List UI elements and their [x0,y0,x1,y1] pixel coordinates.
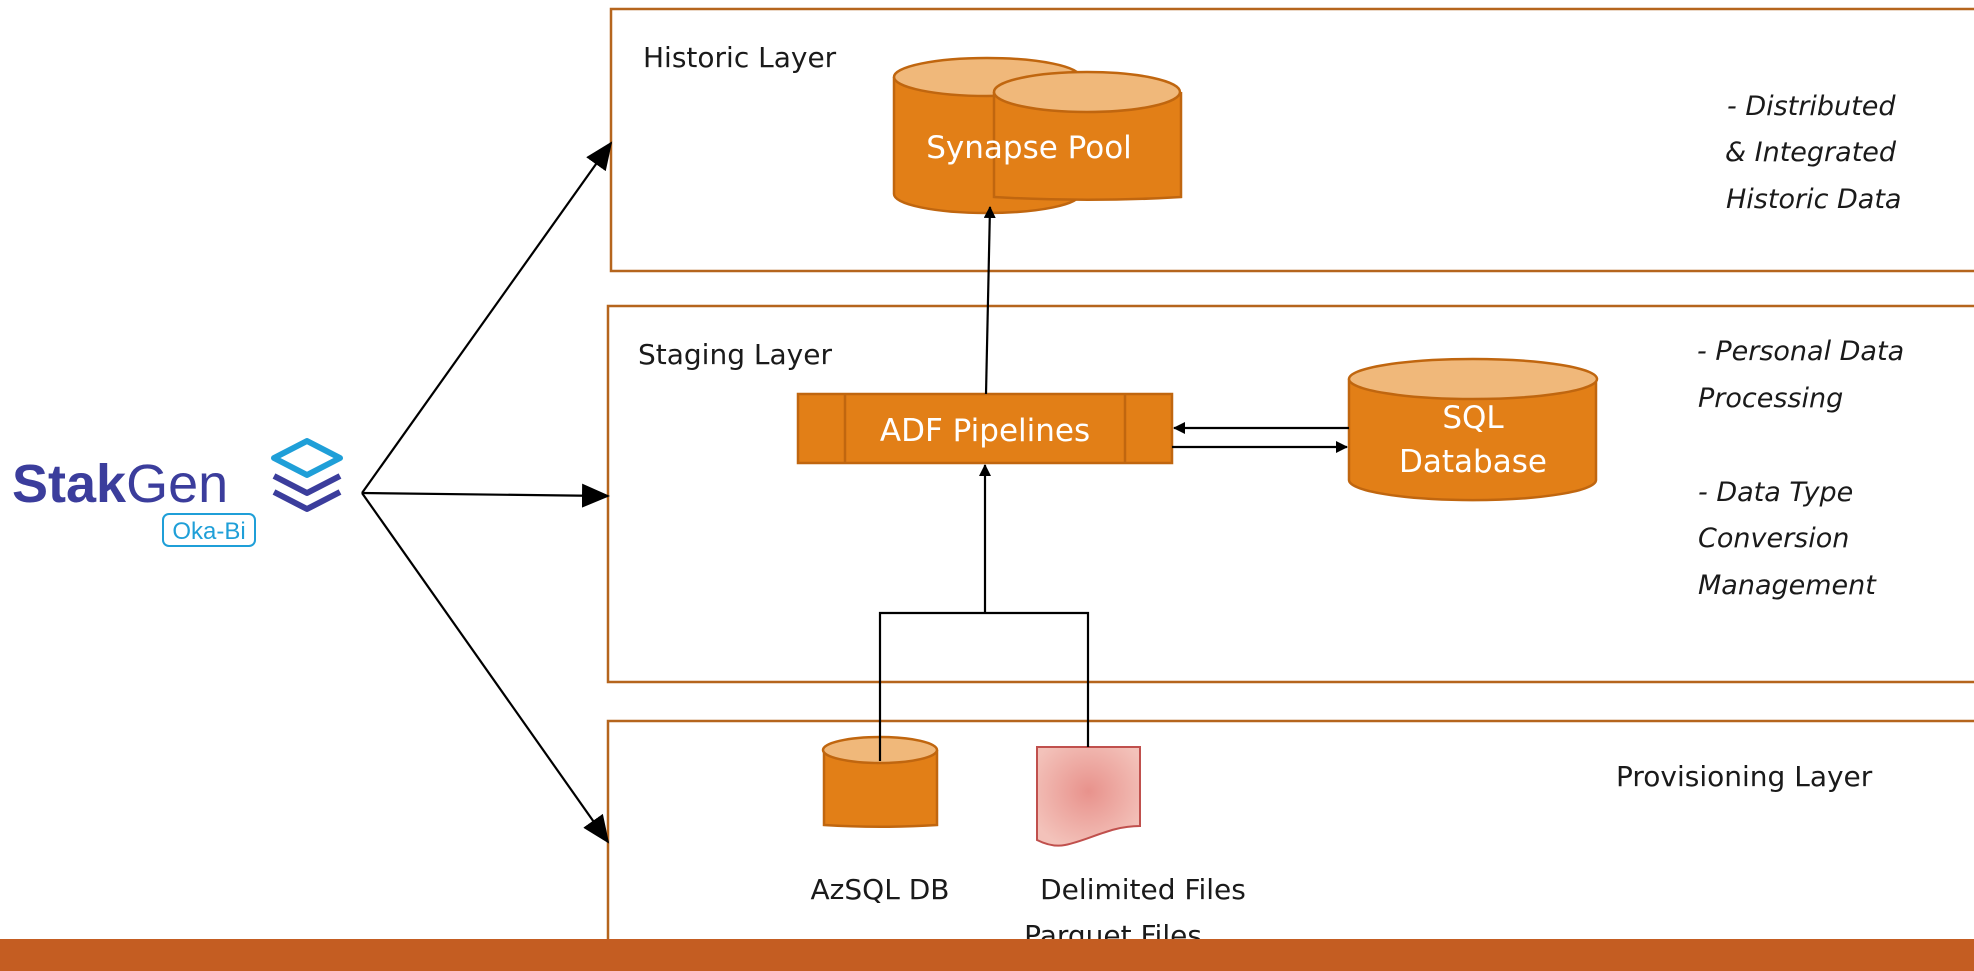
sql-database-label-line2: Database [1399,444,1547,480]
footer-bar [0,939,1974,971]
stakgen-logo: StakGen Oka-Bi [12,438,343,547]
stacked-layers-icon [271,438,343,512]
azsql-db-body [822,750,939,828]
sql-database-node: SQL Database [1347,357,1599,502]
staging-notes: - Personal Data Processing - Data Type C… [1697,336,1904,601]
azsql-db-label: AzSQL DB [811,873,950,906]
historic-note-line: - Distributed [1727,91,1896,122]
staging-layer-box [606,304,1974,684]
historic-note-line: Historic Data [1726,184,1901,215]
files-to-merge-connector [985,611,1090,747]
historic-notes: - Distributed & Integrated Historic Data [1725,91,1901,215]
synapse-pool-label: Synapse Pool [926,130,1132,166]
adf-pipelines-node: ADF Pipelines [796,392,1174,465]
synapse-front-cylinder [992,92,1183,201]
delimited-files-label: Delimited Files [1040,873,1246,906]
adf-to-synapse-arrow [983,206,996,395]
sql-database-body [1347,379,1598,502]
historic-layer-label: Historic Layer [643,41,837,74]
staging-note-line: - Personal Data [1697,336,1904,367]
adf-pipelines-label: ADF Pipelines [880,413,1090,449]
logo-tagline-box [162,513,256,547]
historic-note-line: & Integrated [1725,137,1897,168]
logo-tagline: Oka-Bi [172,518,245,545]
logo-brand-bold: Stak [12,454,127,514]
staging-note-line: Processing [1698,383,1843,414]
provisioning-layer-label: Provisioning Layer [1616,760,1873,793]
logo-brand-regular: Gen [126,454,228,514]
logo-brand-text: StakGen [12,454,228,514]
sql-database-label-line1: SQL [1442,400,1504,436]
historic-layer-box [609,7,1974,273]
staging-note-line: Conversion [1698,523,1849,554]
staging-note-line: - Data Type [1698,477,1853,508]
files-document-icon [1036,746,1141,847]
synapse-front-cylinder-top [992,70,1182,114]
logo-to-historic-arrow [361,141,613,494]
staging-note-line: Management [1698,570,1877,601]
adf-pipelines-box [796,392,1174,465]
logo-to-provisioning-arrow [361,492,610,844]
provisioning-layer-box [606,719,1974,971]
sql-database-top [1347,357,1599,401]
azsql-to-merge-connector [878,611,985,761]
logo-to-staging-arrow [361,483,610,508]
staging-layer-label: Staging Layer [638,338,832,371]
synapse-pool-node: Synapse Pool [892,56,1183,215]
